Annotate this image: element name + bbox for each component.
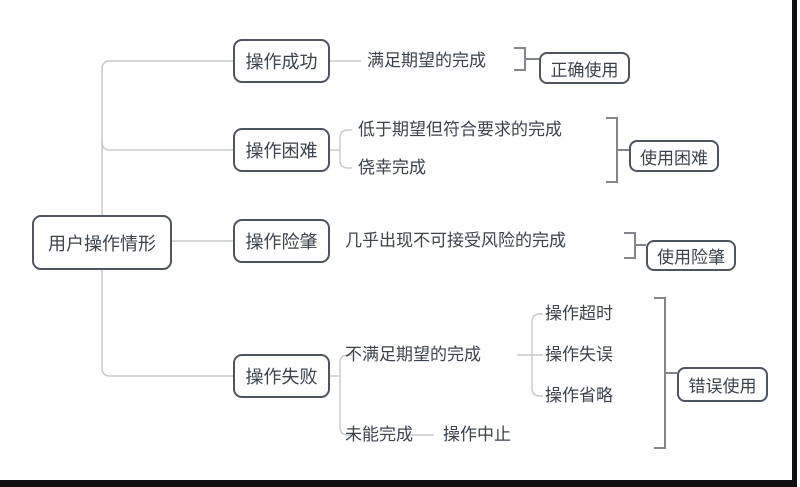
- summary1-node[interactable]: 正确使用: [539, 52, 630, 84]
- branch1-item-node[interactable]: 满足期望的完成: [367, 51, 486, 70]
- branch2-fork: [330, 129, 352, 169]
- summary-bracket-4: [654, 297, 677, 449]
- branch4-subitem3-node[interactable]: 操作省略: [545, 386, 613, 405]
- summary-bracket-1: [514, 47, 539, 71]
- summary3-node[interactable]: 使用险肇: [646, 240, 736, 271]
- branch2-item1-node[interactable]: 低于期望但符合要求的完成: [358, 120, 562, 139]
- branch4-item2-node[interactable]: 未能完成: [345, 425, 413, 444]
- root-node[interactable]: 用户操作情形: [32, 215, 172, 270]
- branch4-item1-node[interactable]: 不满足期望的完成: [345, 345, 481, 364]
- branch2-elbow: [101, 141, 233, 151]
- branch3-item-node[interactable]: 几乎出现不可接受风险的完成: [345, 231, 566, 250]
- branch2-item2-node[interactable]: 侥幸完成: [358, 158, 426, 177]
- branch1-topic-node[interactable]: 操作成功: [233, 39, 330, 83]
- branch4-fork: [330, 354, 352, 436]
- frame-right-edge: [792, 0, 797, 487]
- branch4-topic-node[interactable]: 操作失败: [233, 354, 330, 398]
- branch4-subitem2-node[interactable]: 操作失误: [545, 345, 613, 364]
- summary-bracket-3: [624, 232, 646, 259]
- summary4-node[interactable]: 错误使用: [677, 367, 768, 402]
- frame-bottom-edge: [0, 480, 797, 487]
- branch4-subitem1-node[interactable]: 操作超时: [545, 304, 613, 323]
- branch4-abort-node[interactable]: 操作中止: [443, 425, 511, 444]
- summary2-node[interactable]: 使用困难: [629, 140, 719, 172]
- branch3-topic-node[interactable]: 操作险肇: [233, 219, 330, 263]
- branch2-topic-node[interactable]: 操作困难: [233, 128, 330, 172]
- summary-bracket-2: [606, 117, 629, 183]
- subitem-fork: [517, 313, 543, 397]
